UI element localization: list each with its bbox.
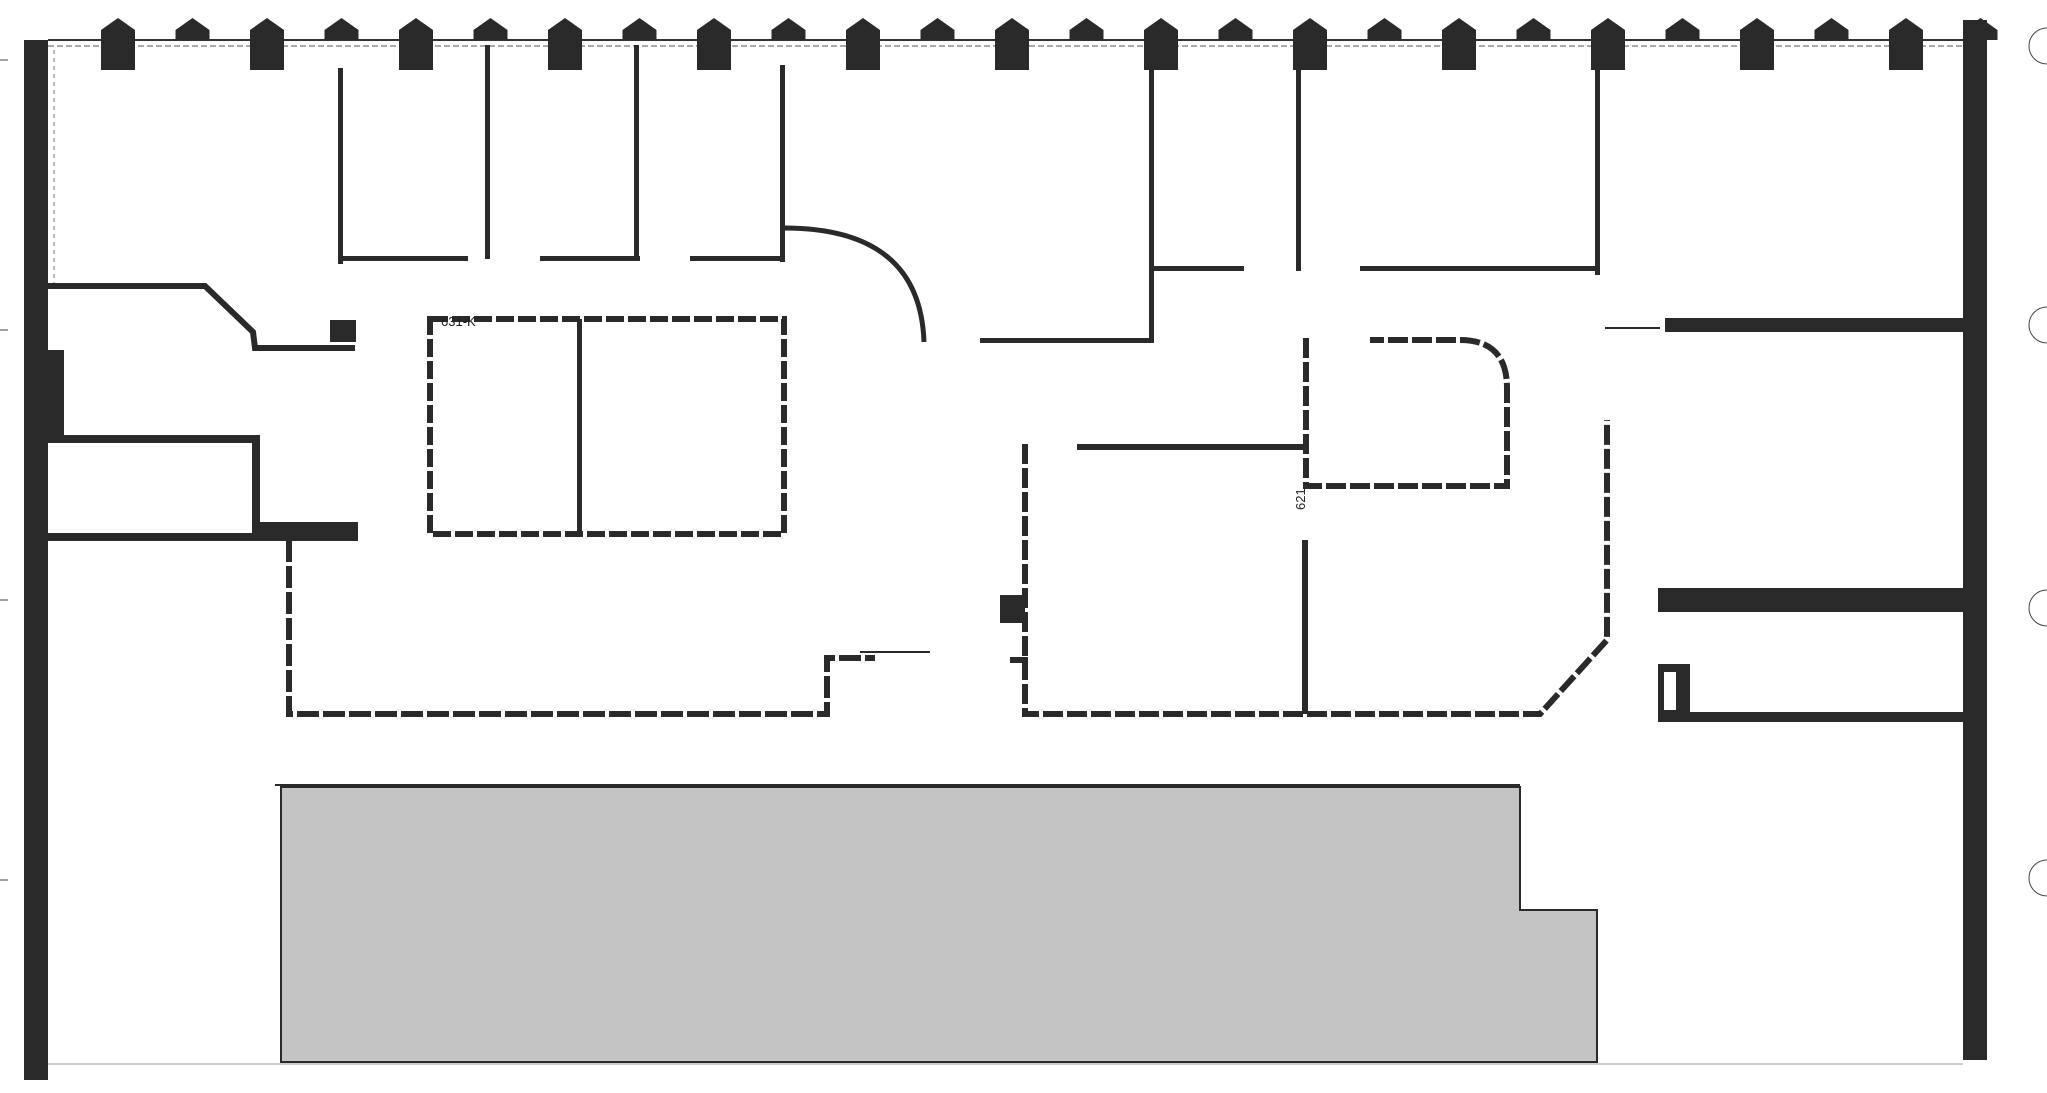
- room-label-631k: 631-K: [441, 314, 476, 329]
- facade-column: [399, 18, 433, 70]
- office-front-5: [1360, 266, 1600, 271]
- conference-room-divider: [577, 319, 582, 534]
- facade-column: [771, 18, 806, 40]
- west-angled-wall: [48, 283, 355, 351]
- exterior-walls: [24, 20, 1987, 1080]
- north-facade-columns: [101, 18, 1998, 70]
- facade-column: [548, 18, 582, 70]
- facade-column: [101, 18, 135, 70]
- interior-walls: [48, 30, 1963, 722]
- office-front-3: [690, 256, 785, 261]
- east-room-top-1: [1665, 318, 1963, 332]
- office-partition-3: [634, 45, 639, 259]
- facade-column: [1218, 18, 1253, 40]
- facade-column: [622, 18, 657, 40]
- office-front-4: [1154, 266, 1244, 271]
- facade-column: [1442, 18, 1476, 70]
- west-column-block: [330, 320, 356, 342]
- facade-column: [697, 18, 731, 70]
- facade-column: [995, 18, 1029, 70]
- east-room-top-3: [1690, 712, 1963, 722]
- office-partition-2: [485, 45, 490, 259]
- corridor-wall-north: [980, 338, 1154, 343]
- grid-bubble-4: [2028, 859, 2047, 897]
- facade-column: [175, 18, 210, 40]
- east-room-top-2: [1658, 588, 1963, 612]
- grid-bubble-1: [2028, 27, 2047, 65]
- grid-bubble-3: [2028, 589, 2047, 627]
- west-wall: [24, 40, 48, 1080]
- south-corridor-wall: [286, 540, 875, 717]
- facade-column: [1069, 18, 1104, 40]
- facade-column: [846, 18, 880, 70]
- west-room-top: [48, 435, 256, 443]
- east-wall: [1963, 20, 1987, 1060]
- office-partition-6: [1296, 68, 1301, 271]
- central-suite-divider: [1302, 540, 1308, 714]
- central-suite-stub: [1010, 657, 1028, 663]
- central-suite-top: [1077, 444, 1307, 450]
- facade-column: [1740, 18, 1774, 70]
- facade-column: [1889, 18, 1923, 70]
- west-room-bottom: [48, 533, 358, 541]
- facade-column: [1516, 18, 1551, 40]
- office-partition-5: [1149, 68, 1154, 343]
- shaded-area: [280, 786, 1598, 1063]
- room-label-621: 621: [1293, 488, 1308, 510]
- office-partition-1: [338, 68, 343, 264]
- facade-column: [1814, 18, 1849, 40]
- central-suite-wall: [1022, 420, 1610, 717]
- conference-room-631k-frame: [427, 316, 787, 537]
- office-front-2: [540, 256, 640, 261]
- facade-column: [920, 18, 955, 40]
- office-front-1: [338, 256, 468, 261]
- facade-column: [1144, 18, 1178, 70]
- grid-bubble-2: [2028, 306, 2047, 344]
- west-room-divider: [252, 435, 260, 540]
- west-wall-pier: [48, 350, 64, 435]
- facade-column: [324, 18, 359, 40]
- facade-column: [1293, 18, 1327, 70]
- facade-column: [473, 18, 508, 40]
- facade-column: [1963, 18, 1998, 40]
- room-621-wall: [1303, 337, 1510, 489]
- west-room-bottom-right: [260, 522, 358, 540]
- grid-markers: [0, 27, 2047, 897]
- facade-column: [1665, 18, 1700, 40]
- office-partition-4: [780, 65, 785, 262]
- office-partition-7: [1595, 30, 1600, 275]
- facade-column: [1367, 18, 1402, 40]
- east-room-pier-inner: [1664, 672, 1676, 710]
- curved-wall-north: [783, 225, 927, 343]
- central-suite-column: [1000, 595, 1025, 623]
- facade-column: [250, 18, 284, 70]
